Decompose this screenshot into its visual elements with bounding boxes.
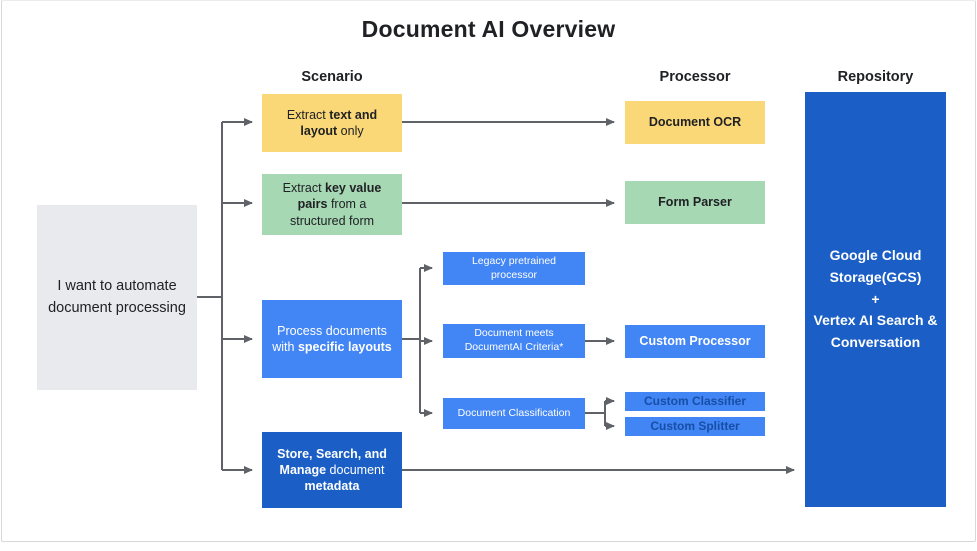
node-documentai-criteria-label: Document meets DocumentAI Criteria* bbox=[464, 327, 564, 353]
processor-form-parser: Form Parser bbox=[625, 181, 765, 224]
processor-document-ocr: Document OCR bbox=[625, 101, 765, 144]
scenario-store-search-manage-label: Store, Search, and Manage document metad… bbox=[277, 446, 387, 494]
scenario-extract-key-value-label: Extract key value pairs from a structure… bbox=[282, 181, 382, 228]
page-title: Document AI Overview bbox=[361, 16, 616, 42]
node-document-classification-label: Document Classification bbox=[457, 406, 571, 419]
processor-custom-classifier-label: Custom Classifier bbox=[643, 393, 747, 408]
scenario-specific-layouts-label: Process documents with specific layouts bbox=[272, 323, 392, 354]
scenario-specific-layouts: Process documents with specific layouts bbox=[262, 300, 402, 378]
repository-node-label: Google Cloud Storage(GCS) + Vertex AI Se… bbox=[813, 247, 938, 351]
scenario-extract-text-layout: Extract text and layout only bbox=[262, 94, 402, 152]
node-documentai-criteria: Document meets DocumentAI Criteria* bbox=[443, 324, 585, 358]
processor-custom-processor-label: Custom Processor bbox=[639, 334, 751, 349]
processor-custom-splitter: Custom Splitter bbox=[625, 417, 765, 436]
processor-custom-classifier: Custom Classifier bbox=[625, 392, 765, 411]
column-header-scenario: Scenario bbox=[301, 69, 363, 85]
column-header-processor: Processor bbox=[659, 69, 731, 85]
scenario-extract-key-value: Extract key value pairs from a structure… bbox=[262, 174, 402, 235]
node-legacy-pretrained-processor-label: Legacy pretrained processor bbox=[471, 254, 557, 281]
column-header-repository: Repository bbox=[837, 69, 914, 85]
scenario-store-search-manage: Store, Search, and Manage document metad… bbox=[262, 432, 402, 508]
scenario-extract-text-layout-label: Extract text and layout only bbox=[286, 107, 378, 138]
processor-custom-processor: Custom Processor bbox=[625, 325, 765, 358]
repository-node: Google Cloud Storage(GCS) + Vertex AI Se… bbox=[805, 92, 946, 507]
node-document-classification: Document Classification bbox=[443, 398, 585, 429]
start-node: I want to automate document processing bbox=[37, 205, 197, 390]
processor-document-ocr-label: Document OCR bbox=[648, 115, 742, 130]
start-node-label: I want to automate document processing bbox=[48, 277, 186, 316]
processor-form-parser-label: Form Parser bbox=[658, 195, 732, 210]
node-legacy-pretrained-processor: Legacy pretrained processor bbox=[443, 252, 585, 285]
processor-custom-splitter-label: Custom Splitter bbox=[650, 418, 740, 433]
